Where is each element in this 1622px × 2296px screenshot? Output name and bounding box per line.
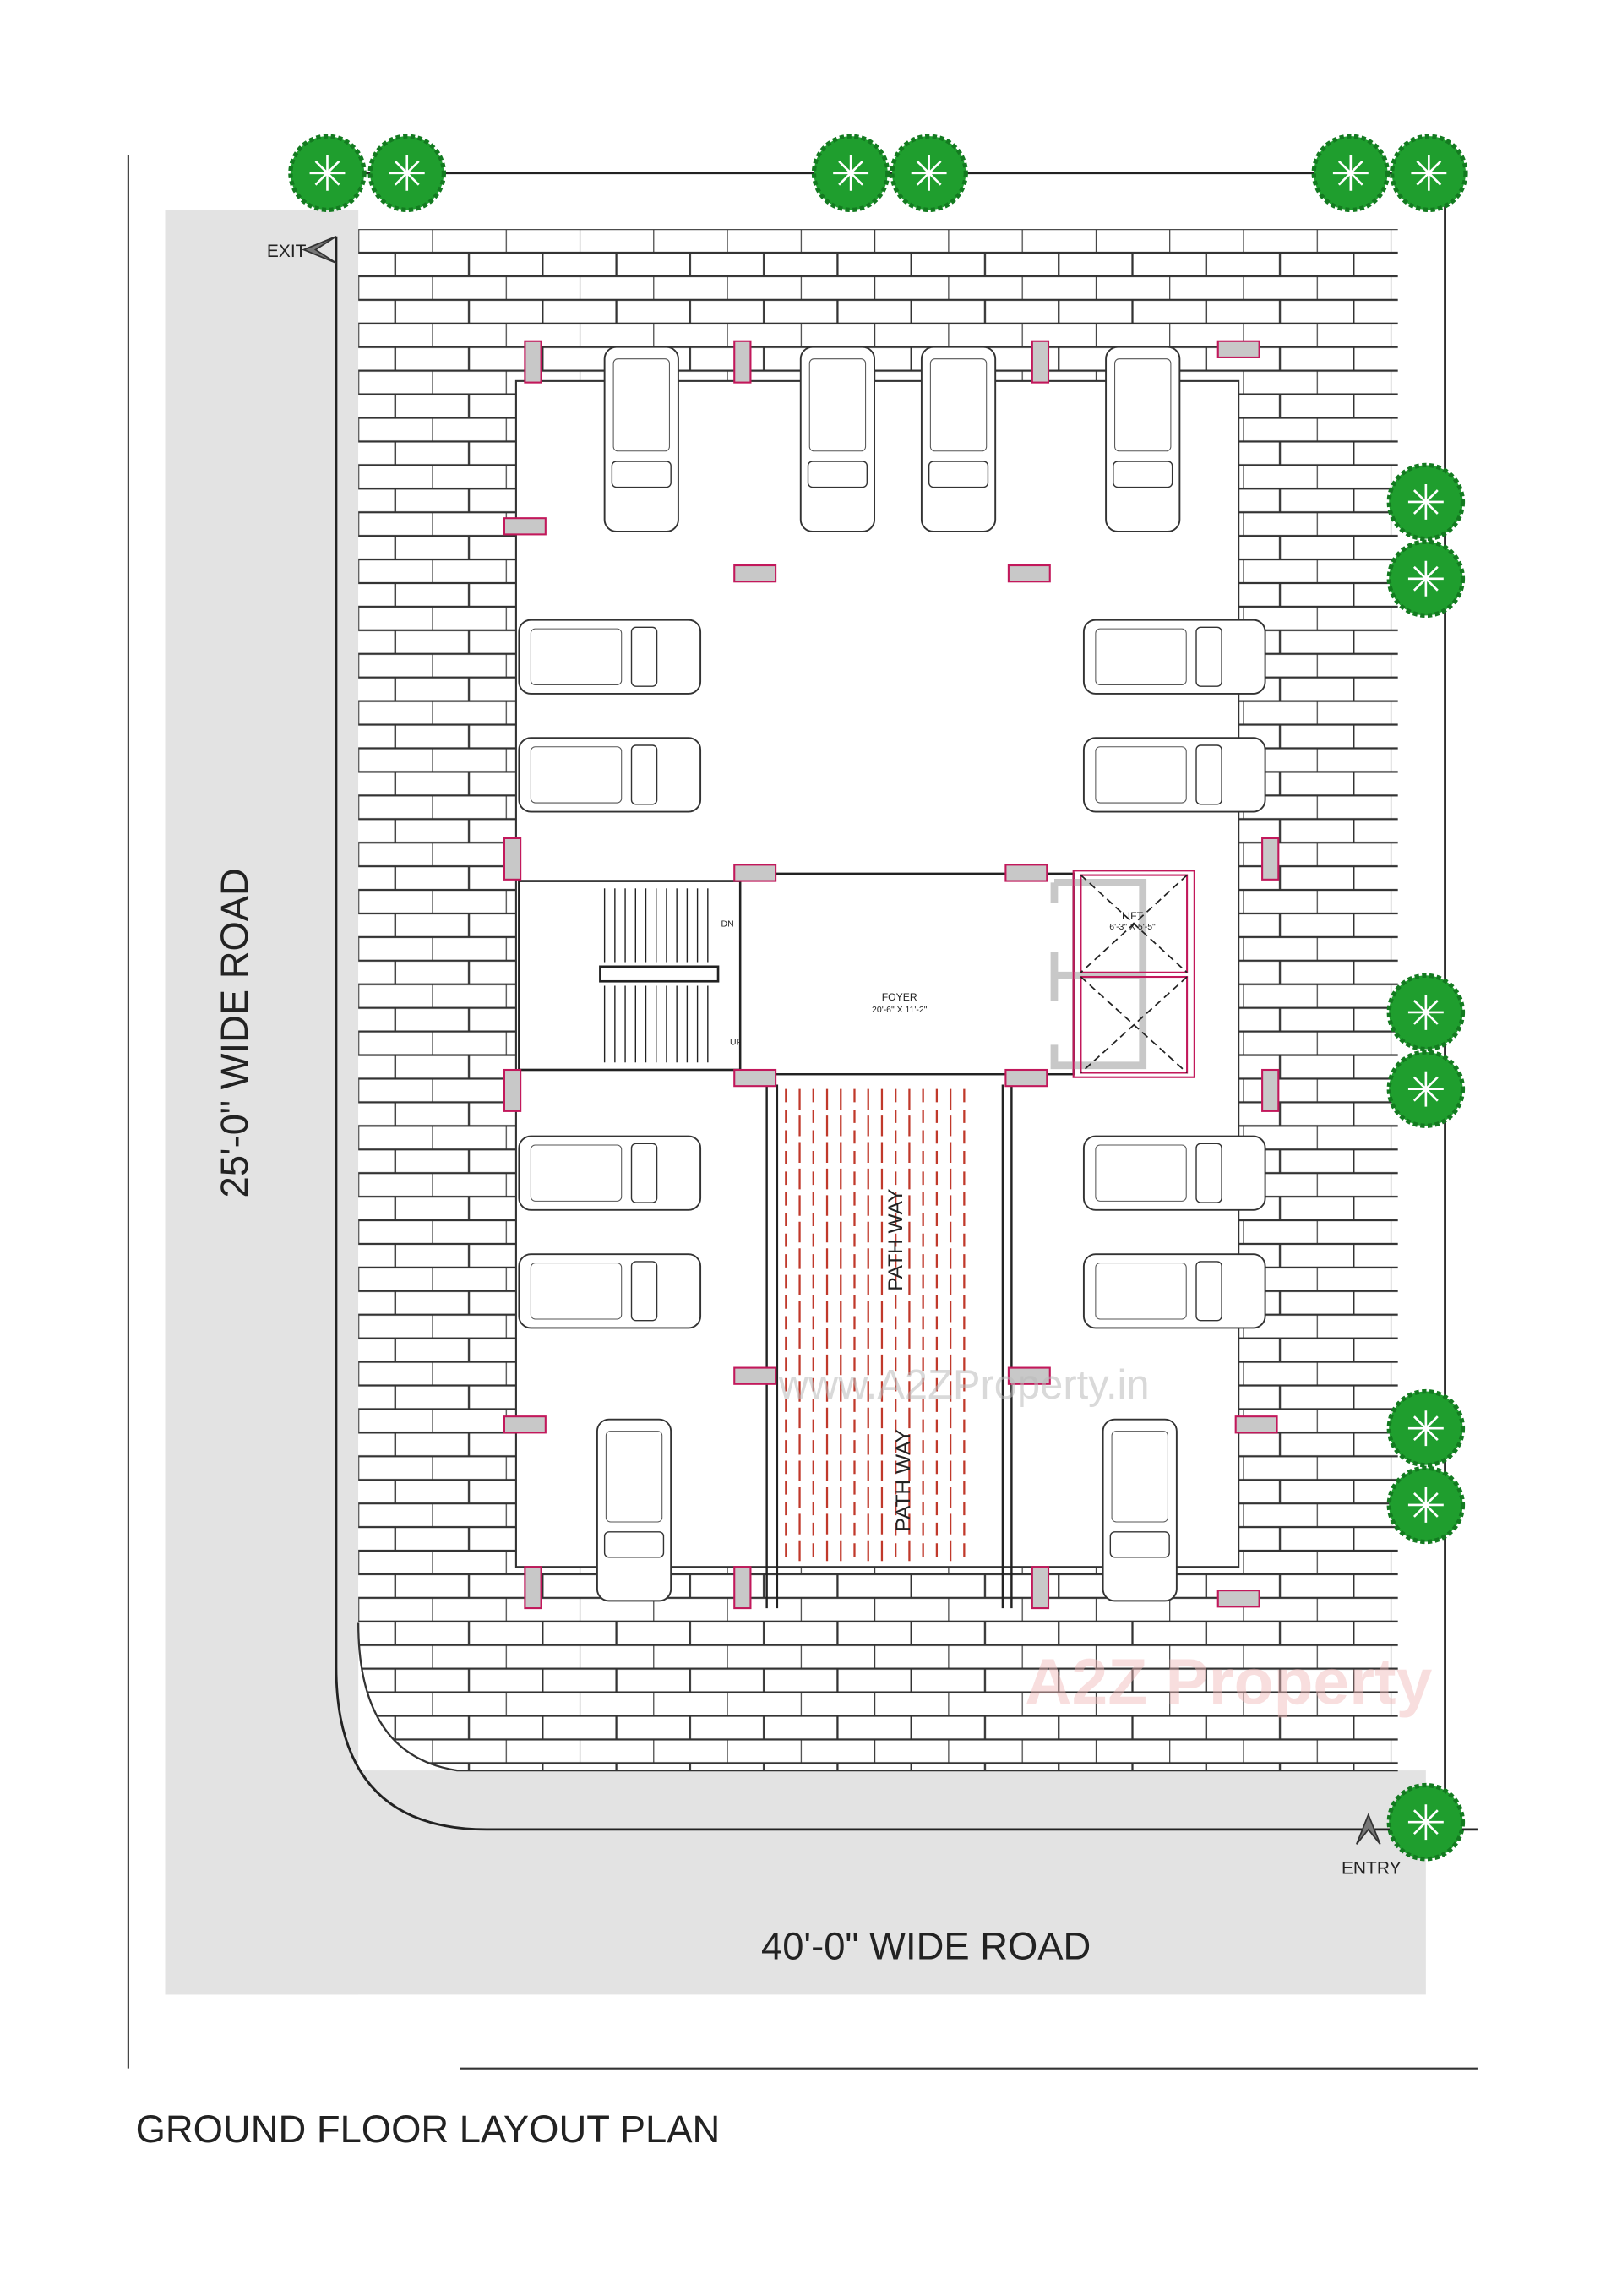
pathway-label-lower: PATH WAY <box>892 1429 915 1531</box>
staircase <box>518 880 742 1072</box>
car <box>596 1418 672 1602</box>
car <box>1082 737 1266 813</box>
car <box>920 346 997 532</box>
car <box>603 346 679 532</box>
tree-icon <box>1386 1465 1466 1545</box>
column <box>1261 1068 1280 1112</box>
foyer-size: 20'-6" X 11'-2" <box>872 1006 928 1015</box>
column <box>733 1068 777 1088</box>
columns <box>503 340 1280 1610</box>
lift-label: LIFT <box>1122 910 1144 922</box>
column <box>503 517 547 536</box>
watermark-logo: A2Z Property <box>1025 1646 1433 1719</box>
tree-icon <box>890 134 968 213</box>
bottom-road <box>165 1770 1426 1995</box>
car <box>1082 1253 1266 1329</box>
entry-arrow-icon <box>1356 1813 1381 1845</box>
bottom-road-label: 40'-0" WIDE ROAD <box>761 1925 1091 1968</box>
tree-icon <box>1386 1388 1466 1468</box>
car <box>518 737 702 813</box>
car <box>518 1135 702 1211</box>
column <box>1031 1566 1050 1610</box>
column <box>503 1068 522 1112</box>
tree-icon <box>288 134 367 213</box>
pathway <box>765 1084 1013 1609</box>
column <box>1007 1366 1051 1385</box>
column <box>503 1415 547 1434</box>
pathway-label-upper: PATH WAY <box>884 1189 907 1291</box>
column <box>1004 1068 1048 1088</box>
car <box>1082 619 1266 695</box>
foyer-label: FOYER <box>882 991 917 1003</box>
column <box>733 340 752 384</box>
column <box>1216 340 1260 358</box>
column <box>733 864 777 882</box>
column <box>1216 1590 1260 1608</box>
stairs-down-label: DN <box>721 920 734 930</box>
parked-cars <box>518 346 1266 1602</box>
column <box>733 1366 777 1385</box>
left-road-label: 25'-0" WIDE ROAD <box>213 868 256 1197</box>
stairs-up-label: UP <box>730 1038 743 1047</box>
column <box>1031 340 1050 384</box>
exit-arrow-icon <box>302 236 337 265</box>
tree-icon <box>1311 134 1391 213</box>
tree-icon <box>1386 1050 1466 1128</box>
car <box>799 346 876 532</box>
tree-icon <box>367 134 446 213</box>
column <box>1234 1415 1278 1434</box>
tree-icon <box>1390 134 1468 213</box>
column <box>524 340 542 384</box>
column <box>733 1566 752 1610</box>
tree-icon <box>1386 973 1466 1052</box>
column <box>1004 864 1048 882</box>
column <box>733 564 777 583</box>
foyer <box>738 872 1075 1076</box>
watermark-url: www.A2ZProperty.in <box>778 1362 1150 1408</box>
exit-label: EXIT <box>267 242 307 261</box>
trees <box>288 134 1468 1862</box>
left-road <box>165 210 359 1995</box>
car <box>518 1253 702 1329</box>
tree-icon <box>1386 539 1466 619</box>
paving-corner-curve <box>357 1622 1398 1772</box>
car <box>518 619 702 695</box>
entry-label: ENTRY <box>1342 1858 1402 1878</box>
lift-size: 6'-3" X 5'-5" <box>1109 923 1156 932</box>
tree-icon <box>1386 1782 1466 1862</box>
tree-icon <box>811 134 890 213</box>
lift-shaft <box>1050 870 1195 1078</box>
car <box>1082 1135 1266 1211</box>
car <box>1105 346 1181 532</box>
tree-icon <box>1386 462 1466 542</box>
column <box>524 1566 542 1610</box>
column <box>1261 837 1280 881</box>
plan-title: GROUND FLOOR LAYOUT PLAN <box>136 2108 721 2151</box>
column <box>1007 564 1051 583</box>
car <box>1102 1418 1178 1602</box>
column <box>503 837 522 881</box>
